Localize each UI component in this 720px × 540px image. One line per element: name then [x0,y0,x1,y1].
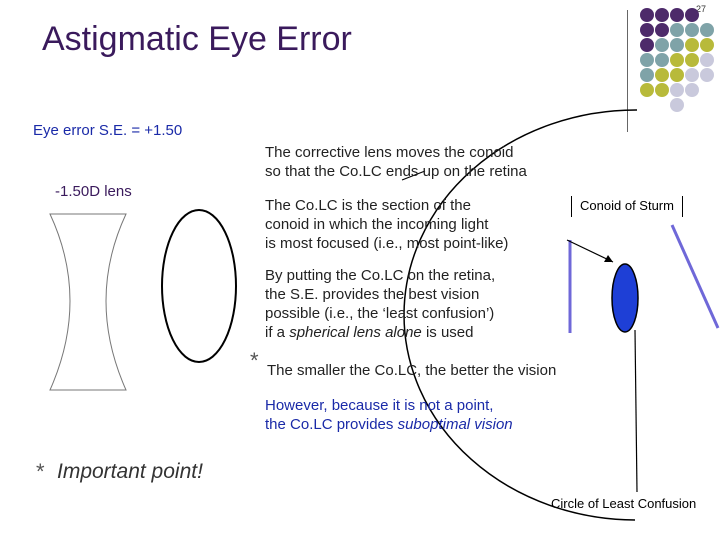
decorative-dot [700,68,714,82]
circle-of-least-confusion [611,263,639,333]
decorative-dot [670,38,684,52]
decorative-dot [655,23,669,37]
concave-lens-shape [49,213,127,391]
decorative-dot [670,68,684,82]
decorative-dot [640,23,654,37]
decorative-dot [670,23,684,37]
decorative-dot [640,8,654,22]
decorative-dot [640,68,654,82]
decorative-dot [700,38,714,52]
eye-outline [403,109,638,521]
decorative-dot [655,83,669,97]
slide-number: 27 [696,4,707,14]
circle-of-least-confusion-label: Circle of Least Confusion [551,496,697,511]
asterisk-icon: * [250,348,259,373]
decorative-dot [670,53,684,67]
decorative-dot [640,83,654,97]
conoid-diagonal-line [670,224,720,329]
decorative-dot [655,53,669,67]
decorative-dot [640,38,654,52]
decorative-divider [627,10,628,132]
decorative-dot [655,68,669,82]
decorative-dot [685,83,699,97]
putting-colc-text: By putting the Co.LC on the retina, the … [265,267,496,341]
corrective-lens-text: The corrective lens moves the conoid so … [265,144,527,180]
crystalline-lens [161,209,237,363]
colc-arrow [566,239,614,263]
decorative-dot [670,8,684,22]
smaller-colc-text: The smaller the Co.LC, the better the vi… [267,362,557,379]
corrective-arrow [401,170,426,181]
lens-power-label: -1.50D lens [55,183,132,200]
important-point-note: Important point! [57,460,203,483]
decorative-dot [655,38,669,52]
slide-title: Astigmatic Eye Error [42,20,352,58]
decorative-dot [685,38,699,52]
however-text: However, because it is not a point, the … [265,397,513,433]
decorative-dot [655,8,669,22]
decorative-dot [670,83,684,97]
conoid-of-sturm-label: Conoid of Sturm [571,196,683,217]
decorative-dot [685,68,699,82]
eye-error-label: Eye error S.E. = +1.50 [33,122,183,139]
decorative-dot-grid [640,8,720,118]
decorative-dot [685,53,699,67]
decorative-dot [640,53,654,67]
decorative-dot [685,23,699,37]
decorative-dot [670,98,684,112]
decorative-dot [700,23,714,37]
colc-arrowhead [604,255,613,262]
circle-label-pointer [634,329,638,493]
colc-definition-text: The Co.LC is the section of the conoid i… [265,197,509,252]
decorative-dot [700,53,714,67]
asterisk-icon: * [36,459,45,484]
decorative-dot [685,8,699,22]
